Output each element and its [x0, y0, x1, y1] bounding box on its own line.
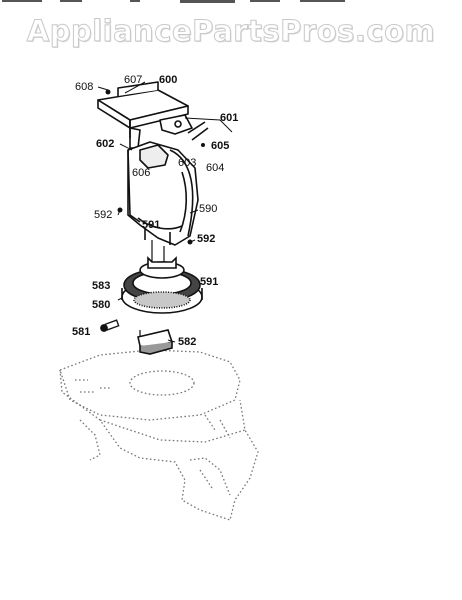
part-label-591-lower: 591 [200, 276, 219, 288]
part-label-605: 605 [211, 140, 230, 152]
part-label-602: 602 [96, 138, 115, 150]
part-label-590: 590 [199, 203, 218, 215]
ring-assembly [121, 256, 203, 314]
part-label-607: 607 [124, 74, 143, 86]
part-label-600: 600 [159, 74, 178, 86]
part-label-583: 583 [92, 280, 111, 292]
dotted-base-housing [59, 349, 259, 521]
cropped-header-fragment [2, 0, 345, 3]
screw-581 [100, 319, 120, 332]
part-label-581: 581 [72, 326, 91, 338]
part-label-604: 604 [206, 162, 225, 174]
part-label-592-lower: 592 [197, 233, 216, 245]
chute-body [127, 141, 199, 246]
part-label-591-upper: 591 [142, 219, 161, 231]
part-label-606: 606 [132, 167, 151, 179]
part-label-580: 580 [92, 299, 111, 311]
label-leaders [97, 81, 233, 343]
watermark-logo: AppliancePartsPros.com [26, 14, 436, 49]
part-label-592-upper: 592 [94, 209, 113, 221]
part-label-608: 608 [75, 81, 94, 93]
pad-part [137, 329, 174, 355]
part-label-603: 603 [178, 157, 197, 169]
part-label-601: 601 [220, 112, 239, 124]
bracket-assembly [97, 81, 209, 149]
part-label-582: 582 [178, 336, 197, 348]
